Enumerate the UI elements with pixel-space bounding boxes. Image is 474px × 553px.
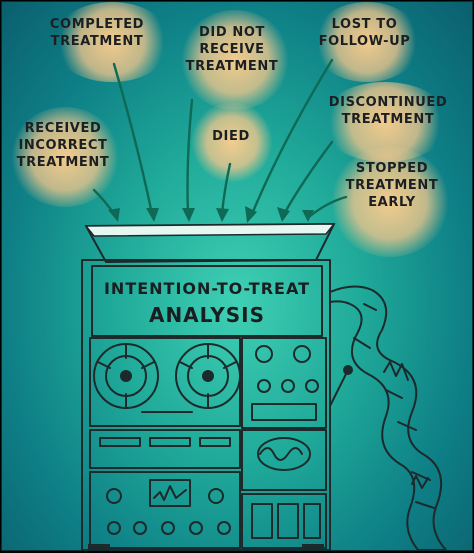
glow-received-incorrect	[10, 107, 120, 207]
side-lever	[329, 365, 353, 407]
arrows	[92, 58, 348, 223]
lower-right-panel	[241, 429, 327, 549]
dial-panel	[241, 337, 327, 429]
arrow-died	[220, 162, 232, 216]
dial-icon	[257, 379, 271, 393]
arrow-lost	[250, 58, 334, 216]
arrow-completed	[112, 62, 154, 216]
oscilloscope-icon	[149, 479, 191, 507]
arrow-head-stopped	[302, 210, 314, 222]
glow-did-not-receive	[180, 10, 290, 110]
glow-stopped	[330, 147, 450, 257]
dial-icon	[255, 345, 273, 363]
dial-icon	[293, 345, 311, 363]
label-did-not-receive-treatment: DID NOT RECEIVE TREATMENT	[185, 25, 279, 74]
label-stopped-treatment-early: STOPPED TREATMENT EARLY	[345, 161, 439, 210]
arrow-head-did-not-receive	[182, 208, 195, 222]
dial-icon	[281, 379, 295, 393]
oscilloscope-wave	[153, 485, 187, 501]
glow-lost	[312, 2, 422, 82]
dial-icon	[305, 379, 319, 393]
machine-feet	[88, 544, 324, 550]
arrow-stopped	[308, 195, 348, 218]
reel-to-reel-tape-icon	[89, 337, 241, 427]
hopper-funnel-icon	[84, 223, 336, 263]
arrow-discontinued	[282, 140, 334, 216]
arrow-did-not-receive	[186, 98, 194, 216]
machine-title-line1: INTENTION-TO-TREAT	[104, 279, 310, 298]
printout-paper-icon	[329, 285, 447, 550]
label-completed-treatment: COMPLETED TREATMENT	[49, 17, 145, 49]
arrow-head-discontinued	[277, 207, 290, 222]
machine-title-line2: ANALYSIS	[149, 303, 265, 327]
arrow-head-lost	[245, 206, 257, 223]
arrow-head-died	[216, 208, 229, 222]
label-died: DIED	[212, 129, 250, 144]
glow-completed	[52, 2, 172, 82]
label-received-incorrect-treatment: RECEIVED INCORRECT TREATMENT	[16, 121, 110, 170]
label-lost-to-follow-up: LOST TO FOLLOW-UP	[318, 17, 411, 49]
glow-died	[192, 102, 272, 182]
label-discontinued-treatment: DISCONTINUED TREATMENT	[328, 95, 448, 127]
lower-control-panel	[89, 429, 241, 549]
arrow-head-completed	[146, 208, 159, 222]
arrow-head-received-incorrect	[108, 208, 120, 222]
